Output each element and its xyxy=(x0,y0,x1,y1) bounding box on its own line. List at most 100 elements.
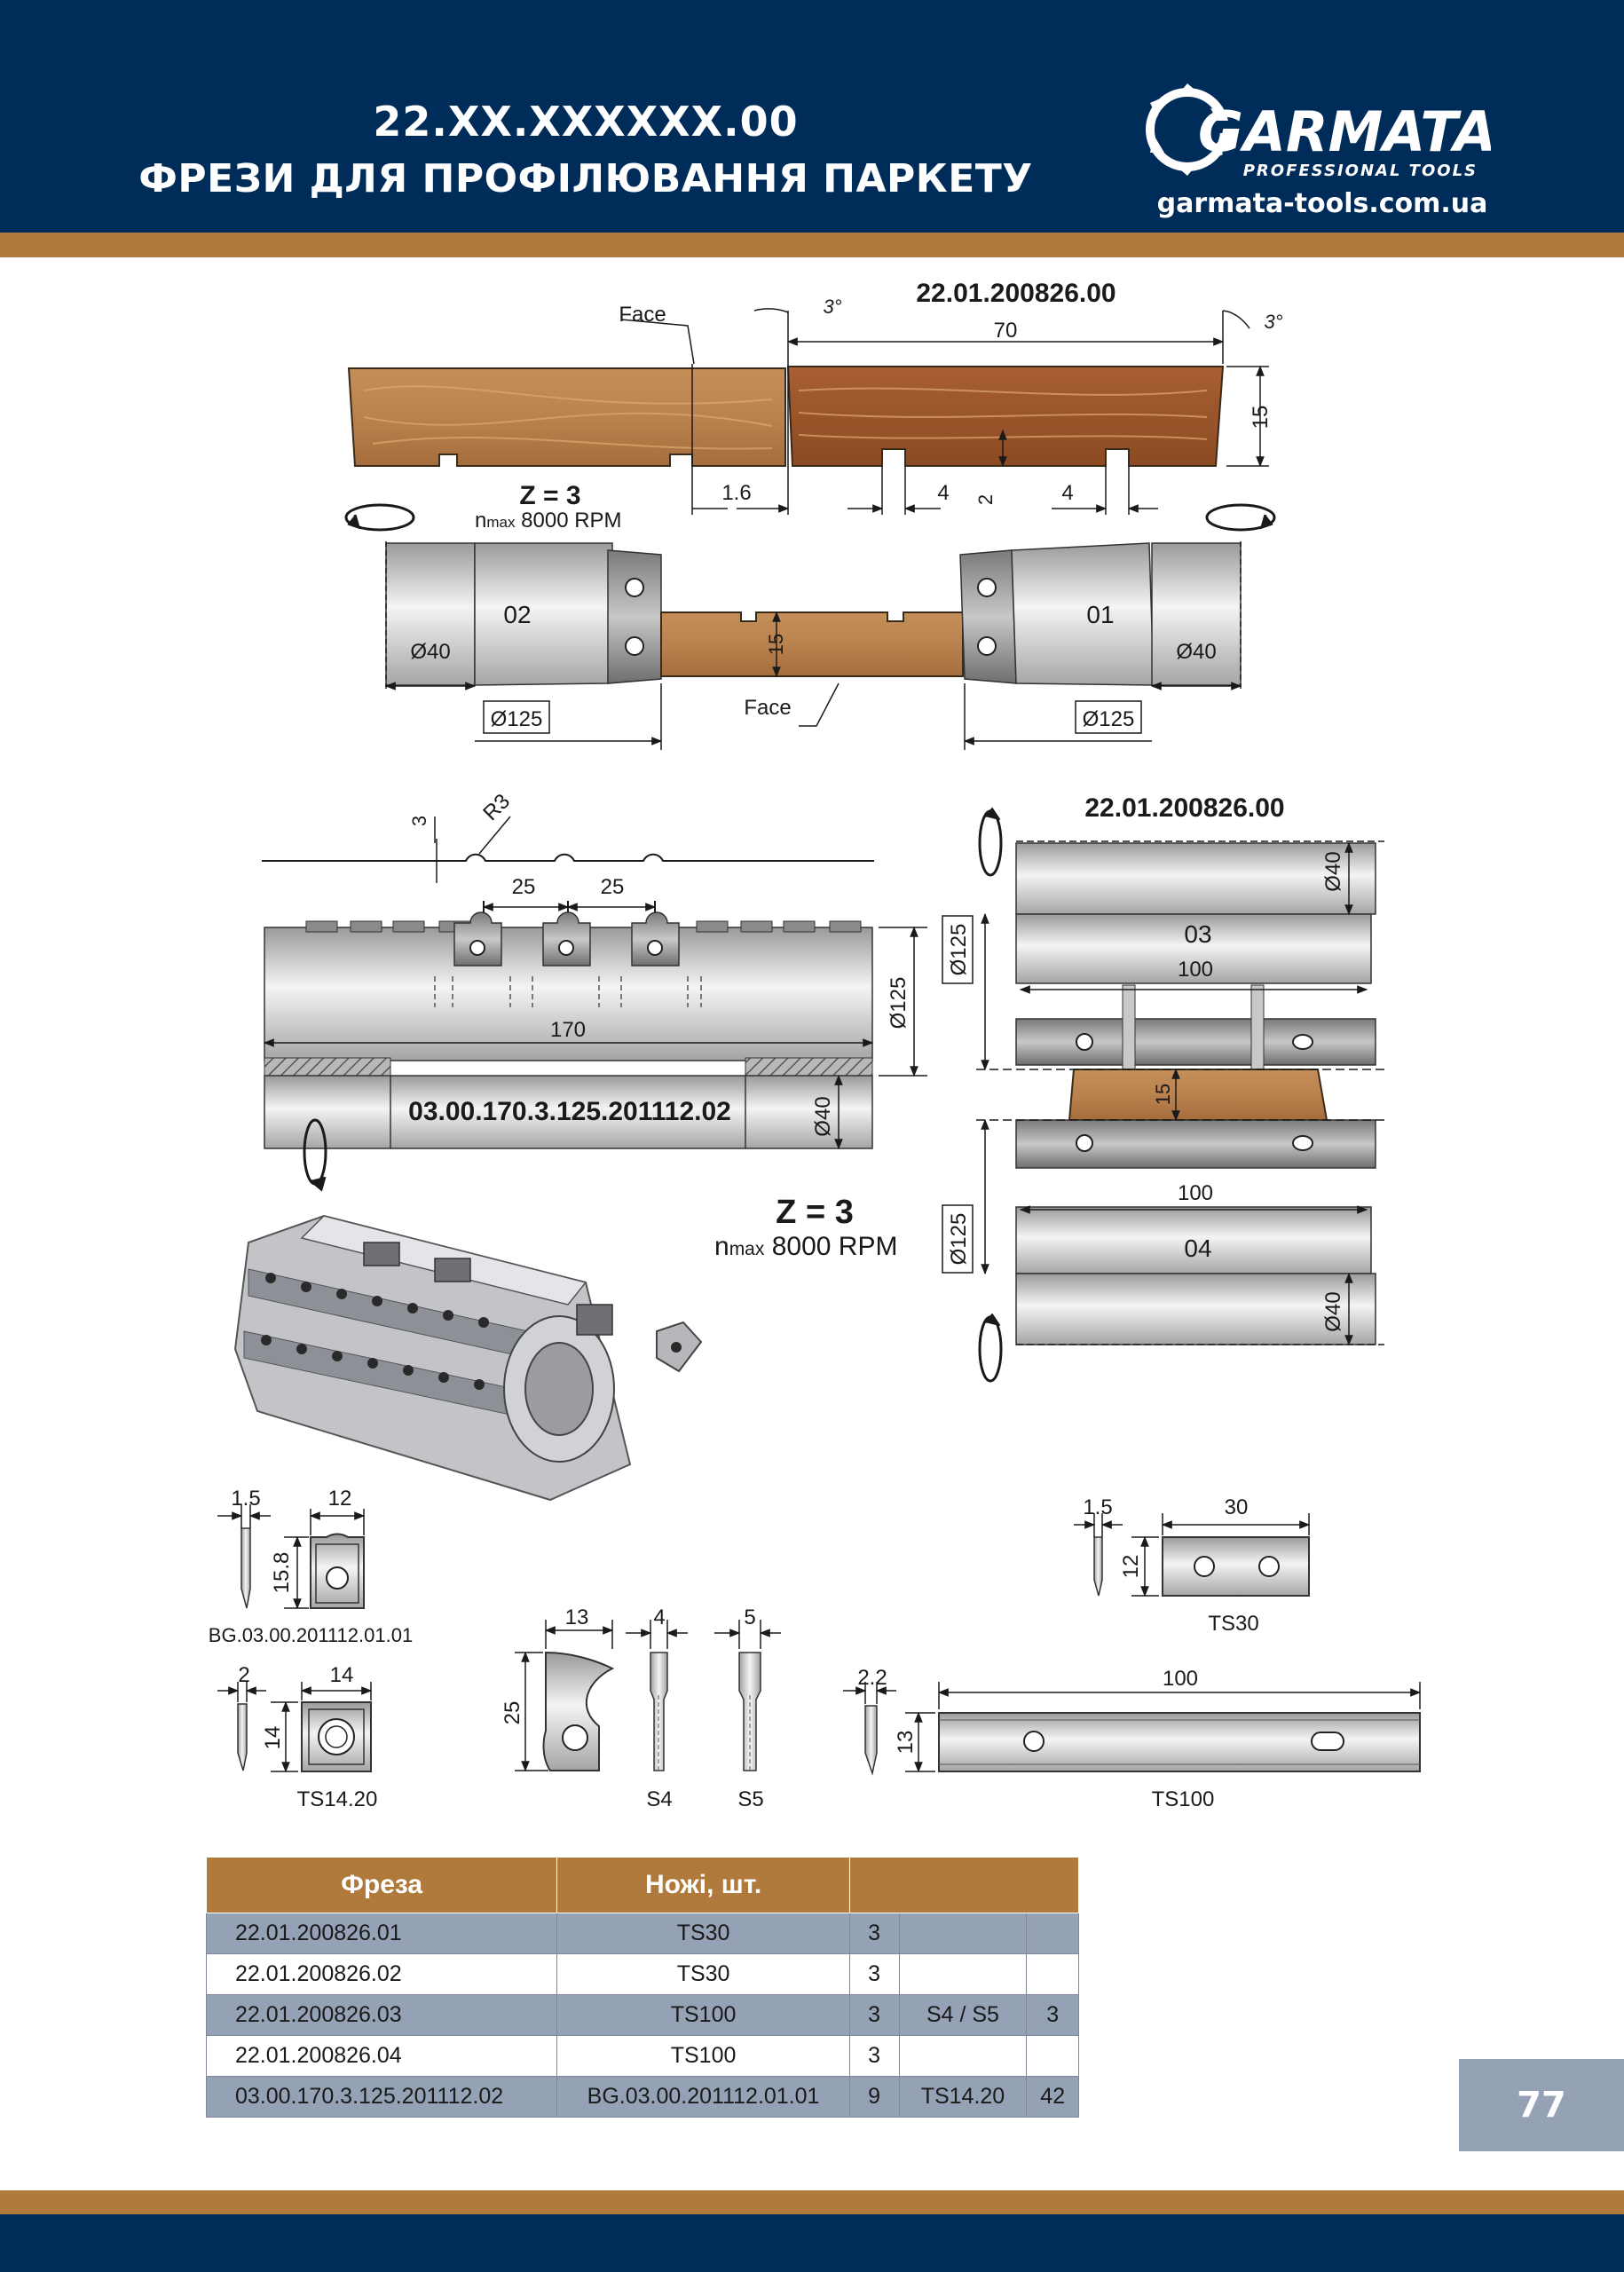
page-title: ФРЕЗИ ДЛЯ ПРОФІЛЮВАННЯ ПАРКЕТУ xyxy=(138,156,1033,201)
cylinder-length: 170 xyxy=(550,1018,586,1042)
header-cutter: Фреза xyxy=(205,1857,558,1913)
s5-width: 5 xyxy=(744,1605,755,1629)
rpm-label-mid: nmax 8000 RPM xyxy=(714,1232,897,1261)
page-number: 77 xyxy=(1459,2059,1624,2151)
bore-top-right: Ø40 xyxy=(1321,851,1345,891)
table-cell: 22.01.200826.04 xyxy=(205,2035,558,2077)
table-cell: 22.01.200826.01 xyxy=(205,1913,558,1954)
table-cell xyxy=(1026,1913,1079,1954)
table-cell: 9 xyxy=(848,2076,900,2118)
website-url: garmata-tools.com.ua xyxy=(1156,188,1488,219)
dia-right: Ø125 xyxy=(1083,707,1135,731)
table-cell xyxy=(1026,2035,1079,2077)
dim-3: 3 xyxy=(408,816,430,826)
table-row: 22.01.200826.04 TS100 3 xyxy=(205,2035,1079,2077)
table-cell: 22.01.200826.02 xyxy=(205,1953,558,1995)
dim-groove-depth: 2 xyxy=(974,494,997,505)
cutter-01-drawing xyxy=(959,542,1242,686)
dim-r3: R3 xyxy=(478,789,515,825)
table-cell: TS100 xyxy=(556,2035,850,2077)
ts1420-height: 14 xyxy=(261,1726,285,1750)
z-label-top: Z = 3 xyxy=(519,481,580,510)
table-cell: 3 xyxy=(1026,1994,1079,2036)
bg-width: 12 xyxy=(328,1487,352,1511)
header-knives: Ножі, шт. xyxy=(556,1857,850,1913)
ts100-code: TS100 xyxy=(1152,1787,1215,1811)
bg-height: 15.8 xyxy=(270,1552,294,1594)
top-dimensions xyxy=(620,308,1269,515)
z-label-mid: Z = 3 xyxy=(776,1194,854,1231)
ts30-thickness: 1.5 xyxy=(1083,1495,1112,1519)
table-cell: TS30 xyxy=(556,1953,850,1995)
page-footer xyxy=(0,2214,1624,2272)
cutter-01-label: 01 xyxy=(1086,601,1114,628)
s5-code: S5 xyxy=(737,1787,763,1811)
width-bottom: 100 xyxy=(1178,1181,1213,1205)
table-cell: 03.00.170.3.125.201112.02 xyxy=(205,2076,558,2118)
rpm-label-top: nmax 8000 RPM xyxy=(475,509,622,532)
dim-offset: 1.6 xyxy=(721,481,751,505)
face-label-2: Face xyxy=(744,696,791,720)
knife-s4-drawing xyxy=(650,1652,668,1771)
rotation-arrow-icon xyxy=(303,1118,327,1192)
s-width: 13 xyxy=(565,1605,589,1629)
spec-table-header: Фреза Ножі, шт. xyxy=(205,1857,1080,1913)
ts1420-code: TS14.20 xyxy=(297,1787,378,1811)
ts100-length: 100 xyxy=(1163,1667,1198,1691)
right-part-code: 22.01.200826.00 xyxy=(1084,793,1284,823)
technical-drawing: 22.01.200826.00 Face 3° 3° 70 15 1.6 4 4… xyxy=(209,279,1422,1811)
dim-board-height: 15 xyxy=(1249,406,1273,430)
dim-board-width: 70 xyxy=(994,319,1018,343)
table-row: 22.01.200826.02 TS30 3 xyxy=(205,1953,1079,1995)
ts100-thickness: 2.2 xyxy=(857,1666,887,1690)
header-stripe xyxy=(0,233,1624,257)
dim-groove-left: 4 xyxy=(937,481,949,505)
knife-s-drawing xyxy=(542,1651,615,1771)
cutter-head-3d-illustration xyxy=(233,1214,703,1502)
table-cell: BG.03.00.201112.01.01 xyxy=(556,2076,850,2118)
bg-thickness: 1.5 xyxy=(231,1487,260,1511)
bore-bottom-right: Ø40 xyxy=(1321,1291,1345,1331)
knife-s5-drawing xyxy=(738,1652,761,1771)
cutter-02-drawing xyxy=(385,542,662,686)
table-cell: TS100 xyxy=(556,1994,850,2036)
dia-left: Ø125 xyxy=(491,707,543,731)
catalog-code: 22.XX.XXXXXX.00 xyxy=(373,98,799,146)
board-thickness: 15 xyxy=(765,634,787,655)
table-row: 22.01.200826.03 TS100 3 S4 / S5 3 xyxy=(205,1994,1079,2036)
dia-top-right: Ø125 xyxy=(947,924,971,976)
table-cell: TS30 xyxy=(556,1913,850,1954)
page-header: 22.XX.XXXXXX.00 ФРЕЗИ ДЛЯ ПРОФІЛЮВАННЯ П… xyxy=(0,0,1624,233)
bg-code: BG.03.00.201112.01.01 xyxy=(209,1624,413,1646)
table-cell: TS14.20 xyxy=(898,2076,1028,2118)
table-cell: 3 xyxy=(848,1913,900,1954)
saw-blade-icon xyxy=(1146,83,1235,176)
table-cell xyxy=(898,2035,1028,2077)
table-cell: 3 xyxy=(848,2035,900,2077)
ts30-height: 12 xyxy=(1119,1555,1143,1579)
s4-width: 4 xyxy=(653,1605,665,1629)
ts100-height: 13 xyxy=(894,1731,918,1755)
cutter-02-label: 02 xyxy=(503,601,531,628)
spec-table: Фреза Ножі, шт. 22.01.200826.01 TS30 3 2… xyxy=(205,1857,1080,2118)
angle-right: 3° xyxy=(1264,311,1282,333)
ts30-code: TS30 xyxy=(1208,1612,1258,1636)
table-cell: 42 xyxy=(1026,2076,1079,2118)
knife-ts100-drawing xyxy=(864,1705,1421,1776)
cylinder-part-code: 03.00.170.3.125.201112.02 xyxy=(408,1097,731,1126)
cutter-04-label: 04 xyxy=(1184,1235,1211,1262)
pitch-2: 25 xyxy=(601,875,625,899)
rotation-arrow-icon xyxy=(978,807,1003,1383)
rotation-arrow-icon xyxy=(344,503,1276,532)
ts30-length: 30 xyxy=(1225,1495,1249,1519)
knife-ts30-drawing xyxy=(1093,1536,1310,1597)
table-cell: 3 xyxy=(848,1994,900,2036)
knife-bg-drawing xyxy=(240,1527,365,1609)
dia-bottom-right: Ø125 xyxy=(947,1213,971,1266)
table-cell xyxy=(898,1913,1028,1954)
table-cell xyxy=(1026,1953,1079,1995)
parquet-board-drawing xyxy=(347,366,1225,467)
cutter-04-drawing xyxy=(1015,1119,1376,1345)
table-cell: S4 / S5 xyxy=(898,1994,1028,2036)
top-part-code: 22.01.200826.00 xyxy=(916,279,1116,308)
